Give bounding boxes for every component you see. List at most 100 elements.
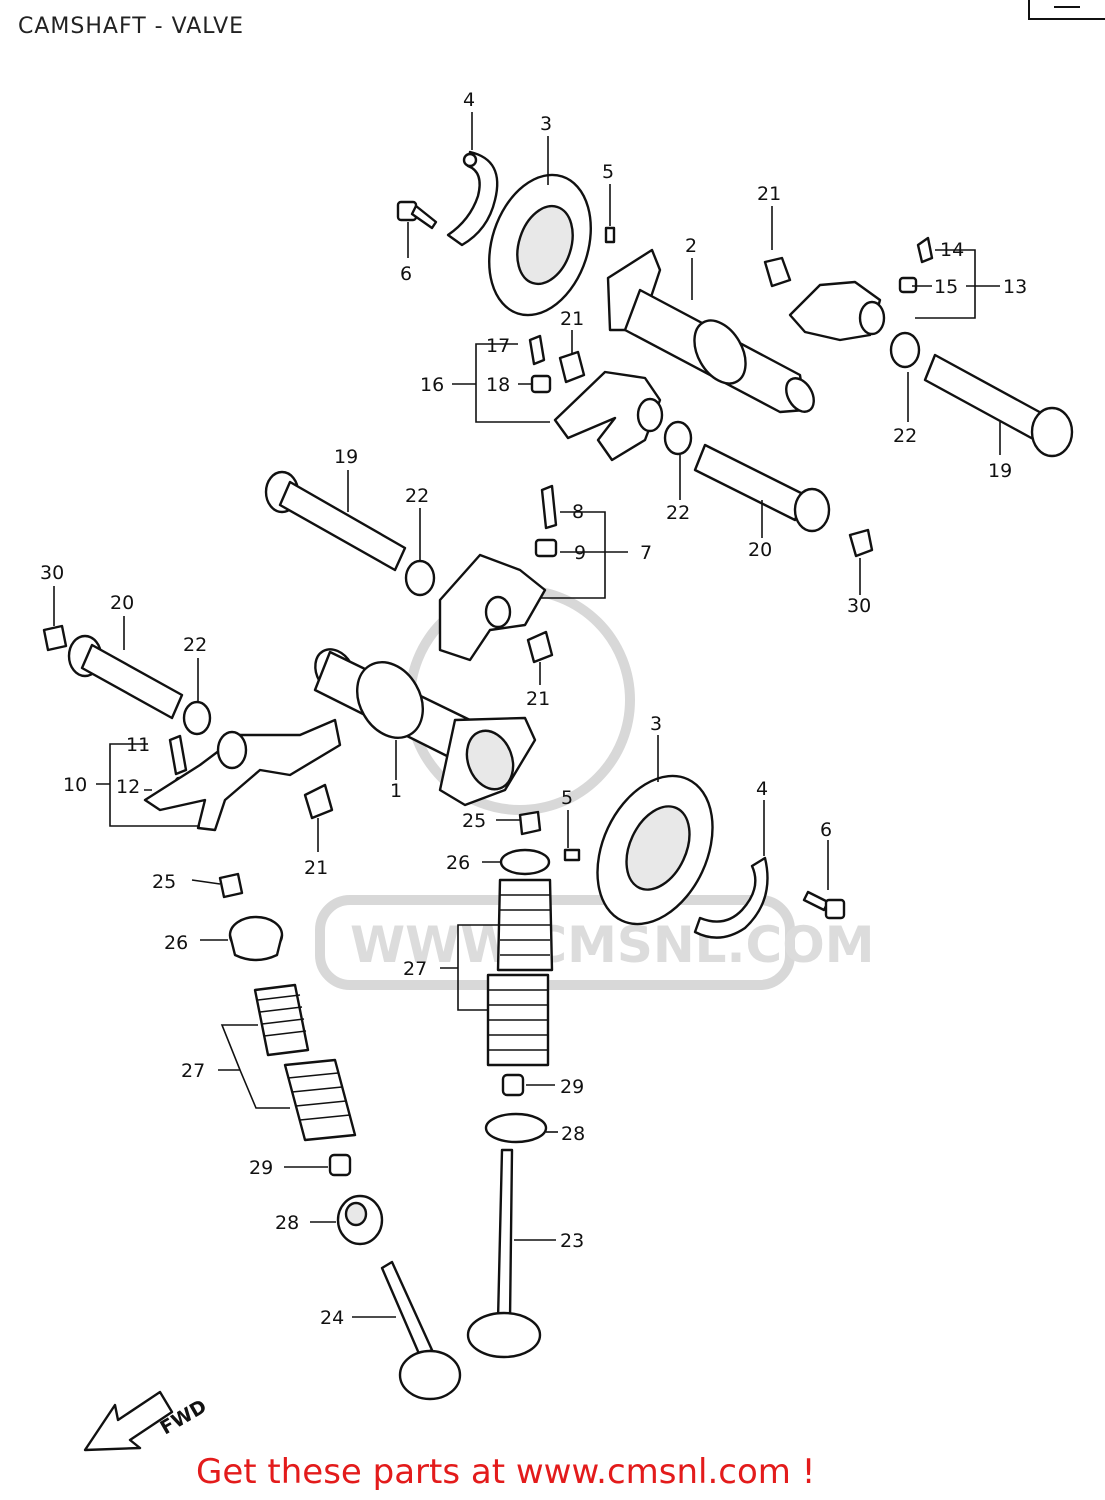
corner-box: [1028, 0, 1105, 20]
label-29: 29: [560, 1076, 584, 1098]
part-30-cap-right: [848, 528, 874, 558]
part-26-retainer-left: [228, 915, 284, 962]
part-17-adjuster-screw: [528, 334, 546, 366]
part-21-left: [303, 783, 334, 820]
part-20-rocker-shaft-mid: [693, 443, 831, 533]
label-7: 7: [640, 542, 652, 564]
label-5: 5: [602, 161, 614, 183]
part-3-sprocket-lower: [596, 774, 714, 926]
part-14-adjuster-screw: [916, 236, 934, 264]
label-14: 14: [940, 239, 964, 261]
label-15: 15: [934, 276, 958, 298]
part-19-rocker-shaft-right: [923, 353, 1074, 458]
label-25: 25: [152, 871, 176, 893]
part-19-rocker-shaft-left: [264, 470, 407, 572]
part-28-seat-right: [484, 1112, 548, 1144]
label-22: 22: [893, 425, 917, 447]
label-20: 20: [110, 592, 134, 614]
part-26-retainer-right: [499, 848, 551, 876]
label-22: 22: [666, 502, 690, 524]
part-4-plate-upper: [446, 150, 499, 247]
label-12: 12: [116, 776, 140, 798]
part-25-cotter-right: [518, 810, 542, 836]
part-21-mid: [558, 350, 586, 384]
part-8-adjuster-screw: [540, 484, 558, 530]
label-30: 30: [40, 562, 64, 584]
label-19: 19: [334, 446, 358, 468]
label-20: 20: [748, 539, 772, 561]
label-10: 10: [63, 774, 87, 796]
label-26: 26: [446, 852, 470, 874]
label-9: 9: [574, 542, 586, 564]
part-25-cotter-left: [218, 872, 244, 899]
part-23-valve-intake: [466, 1148, 542, 1359]
part-5-pin-lower: [563, 848, 581, 862]
footer-link-text[interactable]: Get these parts at www.cmsnl.com !: [196, 1452, 816, 1492]
leader-lines: [53, 112, 1001, 1318]
label-6: 6: [400, 263, 412, 285]
label-1: 1: [390, 780, 402, 802]
label-26: 26: [164, 932, 188, 954]
label-25: 25: [462, 810, 486, 832]
label-21: 21: [526, 688, 550, 710]
part-21-upper-right: [763, 256, 792, 288]
part-22-washer-upper-right: [889, 331, 921, 369]
part-6-bolt-upper: [396, 200, 438, 230]
part-2-camshaft: [606, 248, 815, 414]
part-3-sprocket-upper: [488, 173, 592, 317]
label-21: 21: [757, 183, 781, 205]
fwd-arrow-icon: FWD: [83, 1390, 211, 1452]
part-11-adjuster-screw: [168, 734, 188, 776]
label-11: 11: [126, 734, 150, 756]
label-28: 28: [561, 1123, 585, 1145]
part-16-rocker-arm-mid: [553, 370, 664, 462]
label-27: 27: [181, 1060, 205, 1082]
label-18: 18: [486, 374, 510, 396]
part-4-plate-lower: [693, 856, 769, 939]
label-28: 28: [275, 1212, 299, 1234]
label-29: 29: [249, 1157, 273, 1179]
part-20-rocker-shaft-left: [67, 634, 184, 720]
part-10-rocker-arm-left: [143, 718, 342, 832]
label-27: 27: [403, 958, 427, 980]
label-13: 13: [1003, 276, 1027, 298]
part-24-valve-exhaust: [380, 1260, 462, 1401]
part-4-hole: [462, 152, 478, 168]
label-22: 22: [183, 634, 207, 656]
label-30: 30: [847, 595, 871, 617]
watermark-text: WWW.CMSNL.COM: [350, 916, 875, 974]
cmsnl-watermark: WWW.CMSNL.COM: [315, 585, 875, 990]
label-5: 5: [561, 787, 573, 809]
label-19: 19: [988, 460, 1012, 482]
part-15-nut: [898, 276, 918, 294]
part-6-bolt-lower: [802, 890, 846, 920]
part-13-rocker-arm-right: [788, 280, 886, 342]
label-4: 4: [463, 89, 475, 111]
diagram-title: CAMSHAFT - VALVE: [18, 14, 245, 39]
part-28-seat-left: [336, 1194, 384, 1246]
part-27-springs-left: [253, 983, 357, 1142]
label-21: 21: [560, 308, 584, 330]
part-21-center: [526, 630, 554, 664]
label-22: 22: [405, 485, 429, 507]
part-22-washer-center: [404, 559, 436, 597]
part-5-pin-upper: [604, 226, 616, 244]
part-7-rocker-arm-center: [438, 553, 547, 662]
label-3: 3: [650, 713, 662, 735]
part-number-labels: 4 3 5 2 21 14 6 15 13 17 21 16 18 22 19 …: [40, 89, 1027, 1329]
part-22-washer-left: [182, 700, 212, 736]
part-9-nut: [534, 538, 558, 558]
part-29-seal-right: [501, 1073, 525, 1097]
label-24: 24: [320, 1307, 344, 1329]
label-4: 4: [756, 778, 768, 800]
label-8: 8: [572, 501, 584, 523]
part-30-cap-left: [42, 624, 68, 652]
part-27-springs-right: [486, 878, 554, 1067]
part-29-seal-left: [328, 1153, 352, 1177]
part-18-nut: [530, 374, 552, 394]
part-1-camshaft: [313, 648, 537, 807]
label-23: 23: [560, 1230, 584, 1252]
part-22-washer-mid: [663, 420, 693, 456]
